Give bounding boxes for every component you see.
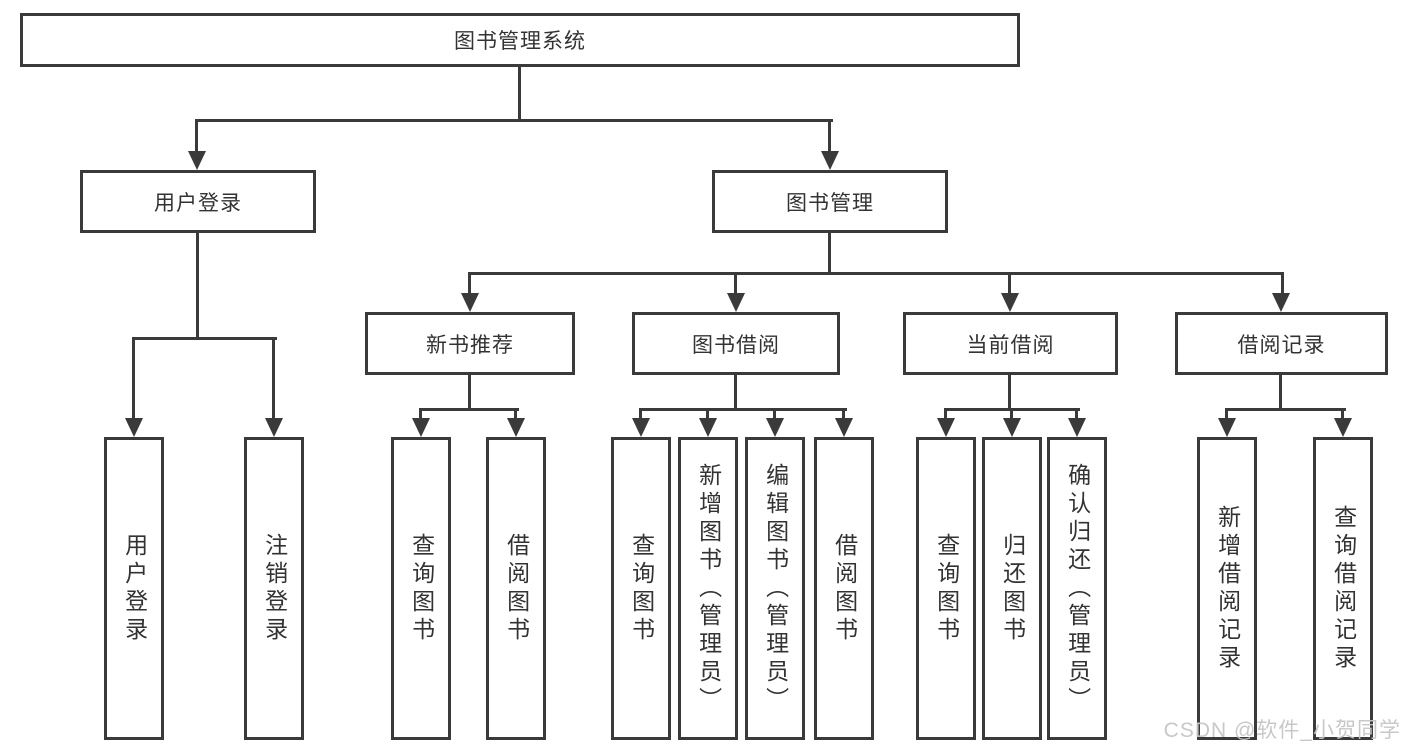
leaf-logout: 注销登录 <box>244 437 304 740</box>
node-new-book-recommend-label: 新书推荐 <box>426 333 514 357</box>
connector-login-children-hline <box>132 337 277 340</box>
arrow-head-icon <box>461 293 479 312</box>
connector-leaf-stub <box>1075 408 1078 422</box>
connector-level3-stub <box>734 272 737 296</box>
arrow-head-icon <box>1218 418 1236 437</box>
node-borrow-records-label: 借阅记录 <box>1237 333 1326 357</box>
leaf-query-borrow-record: 查询借阅记录 <box>1313 437 1373 740</box>
arrow-head-icon <box>835 418 853 437</box>
connector-leaf-stub <box>272 337 275 421</box>
arrow-head-icon <box>937 418 955 437</box>
node-current-borrow-label: 当前借阅 <box>966 333 1055 357</box>
arrow-head-icon <box>1001 293 1019 312</box>
connector-root-vline <box>518 66 521 121</box>
leaf-logout-label: 注销登录 <box>261 532 288 645</box>
connector-mgmt-vline <box>828 233 831 275</box>
connector-level3-stub <box>468 272 471 296</box>
arrow-head-icon <box>1272 293 1290 312</box>
leaf-user-login: 用户登录 <box>104 437 164 740</box>
arrow-head-icon <box>265 418 283 437</box>
connector-login-stub <box>195 119 198 154</box>
node-user-login-label: 用户登录 <box>154 191 242 215</box>
connector-leaf-stub <box>419 408 422 422</box>
leaf-return-book-label: 归还图书 <box>999 532 1026 645</box>
leaf-edit-book-admin: 编辑图书（管理员） <box>745 437 805 740</box>
arrow-head-icon <box>699 418 717 437</box>
leaf-borrow-books: 借阅图书 <box>814 437 874 740</box>
leaf-query-books-current: 查询图书 <box>916 437 976 740</box>
connector-recommend-hline <box>419 408 519 411</box>
leaf-borrow-books-recommend: 借阅图书 <box>486 437 546 740</box>
csdn-watermark: CSDN @软件_小贺同学 <box>1163 719 1401 742</box>
node-root: 图书管理系统 <box>20 13 1020 67</box>
connector-leaf-stub <box>1010 408 1013 422</box>
node-borrow-records: 借阅记录 <box>1175 312 1388 375</box>
leaf-add-book-admin-label: 新增图书（管理员） <box>695 462 722 715</box>
leaf-user-login-label: 用户登录 <box>121 532 148 645</box>
connector-leaf-stub <box>944 408 947 422</box>
node-user-login: 用户登录 <box>80 170 316 233</box>
connector-records-hline <box>1225 408 1346 411</box>
arrow-head-icon <box>1334 418 1352 437</box>
arrow-head-icon <box>1068 418 1086 437</box>
arrow-head-icon <box>1003 418 1021 437</box>
node-book-management-label: 图书管理 <box>786 191 874 215</box>
leaf-query-books-borrow: 查询图书 <box>611 437 671 740</box>
connector-level3-stub <box>1008 272 1011 296</box>
leaf-query-books-current-label: 查询图书 <box>933 532 960 645</box>
leaf-add-borrow-record: 新增借阅记录 <box>1197 437 1257 740</box>
connector-current-vline <box>1008 375 1011 411</box>
node-book-borrow: 图书借阅 <box>632 312 840 375</box>
leaf-add-book-admin: 新增图书（管理员） <box>678 437 738 740</box>
node-root-label: 图书管理系统 <box>454 30 586 53</box>
connector-level3-stub <box>1281 272 1284 296</box>
arrow-head-icon <box>412 418 430 437</box>
leaf-confirm-return-admin-label: 确认归还（管理员） <box>1064 462 1091 715</box>
connector-level3-hline <box>468 272 1284 275</box>
node-book-borrow-label: 图书借阅 <box>692 333 780 357</box>
connector-leaf-stub <box>1341 408 1344 422</box>
connector-recommend-vline <box>468 375 471 411</box>
connector-borrow-vline <box>734 375 737 411</box>
node-book-management: 图书管理 <box>712 170 948 233</box>
arrow-head-icon <box>821 151 839 170</box>
node-current-borrow: 当前借阅 <box>903 312 1118 375</box>
arrow-head-icon <box>507 418 525 437</box>
connector-level2-hline <box>195 119 833 122</box>
connector-leaf-stub <box>132 337 135 421</box>
connector-leaf-stub <box>706 408 709 422</box>
arrow-head-icon <box>125 418 143 437</box>
arrow-head-icon <box>766 418 784 437</box>
arrow-head-icon <box>632 418 650 437</box>
leaf-query-borrow-record-label: 查询借阅记录 <box>1330 504 1357 673</box>
connector-borrow-hline <box>639 408 847 411</box>
leaf-return-book: 归还图书 <box>982 437 1042 740</box>
node-new-book-recommend: 新书推荐 <box>365 312 575 375</box>
leaf-query-books-borrow-label: 查询图书 <box>628 532 655 645</box>
leaf-query-books-recommend-label: 查询图书 <box>408 532 435 645</box>
arrow-head-icon <box>727 293 745 312</box>
leaf-borrow-books-label: 借阅图书 <box>831 532 858 645</box>
connector-leaf-stub <box>773 408 776 422</box>
connector-leaf-stub <box>1225 408 1228 422</box>
connector-leaf-stub <box>514 408 517 422</box>
connector-records-vline <box>1279 375 1282 411</box>
connector-leaf-stub <box>639 408 642 422</box>
connector-mgmt-stub <box>828 119 831 154</box>
leaf-borrow-books-recommend-label: 借阅图书 <box>503 532 530 645</box>
connector-leaf-stub <box>842 408 845 422</box>
connector-login-vline <box>196 233 199 339</box>
leaf-add-borrow-record-label: 新增借阅记录 <box>1214 504 1241 673</box>
leaf-edit-book-admin-label: 编辑图书（管理员） <box>762 462 789 715</box>
arrow-head-icon <box>188 151 206 170</box>
leaf-query-books-recommend: 查询图书 <box>391 437 451 740</box>
leaf-confirm-return-admin: 确认归还（管理员） <box>1047 437 1107 740</box>
